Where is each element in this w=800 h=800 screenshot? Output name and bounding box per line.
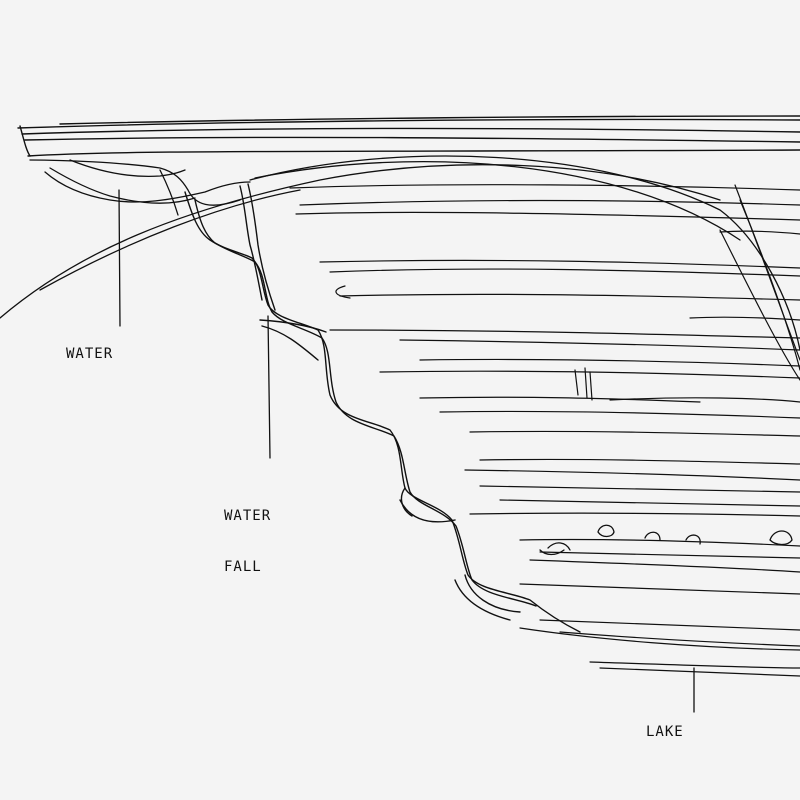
waterfall-label: WATER FALL <box>224 474 271 593</box>
lake-rocks <box>539 524 793 556</box>
water-label: WATER <box>66 346 114 362</box>
waterfall-label-line2: FALL <box>224 559 262 575</box>
waterfall-label-line1: WATER <box>224 508 272 524</box>
plateau-top-strokes <box>17 115 800 157</box>
waterfall-leader-line <box>267 315 271 459</box>
waterfall-cliff-strokes <box>184 183 581 633</box>
water-leader-line <box>118 189 121 327</box>
lake-label: LAKE <box>646 724 684 740</box>
upper-water-ledge <box>0 155 800 351</box>
distant-diagonal-strokes <box>719 184 800 381</box>
label-leader-lines <box>118 189 695 713</box>
strata-strokes <box>289 184 800 677</box>
